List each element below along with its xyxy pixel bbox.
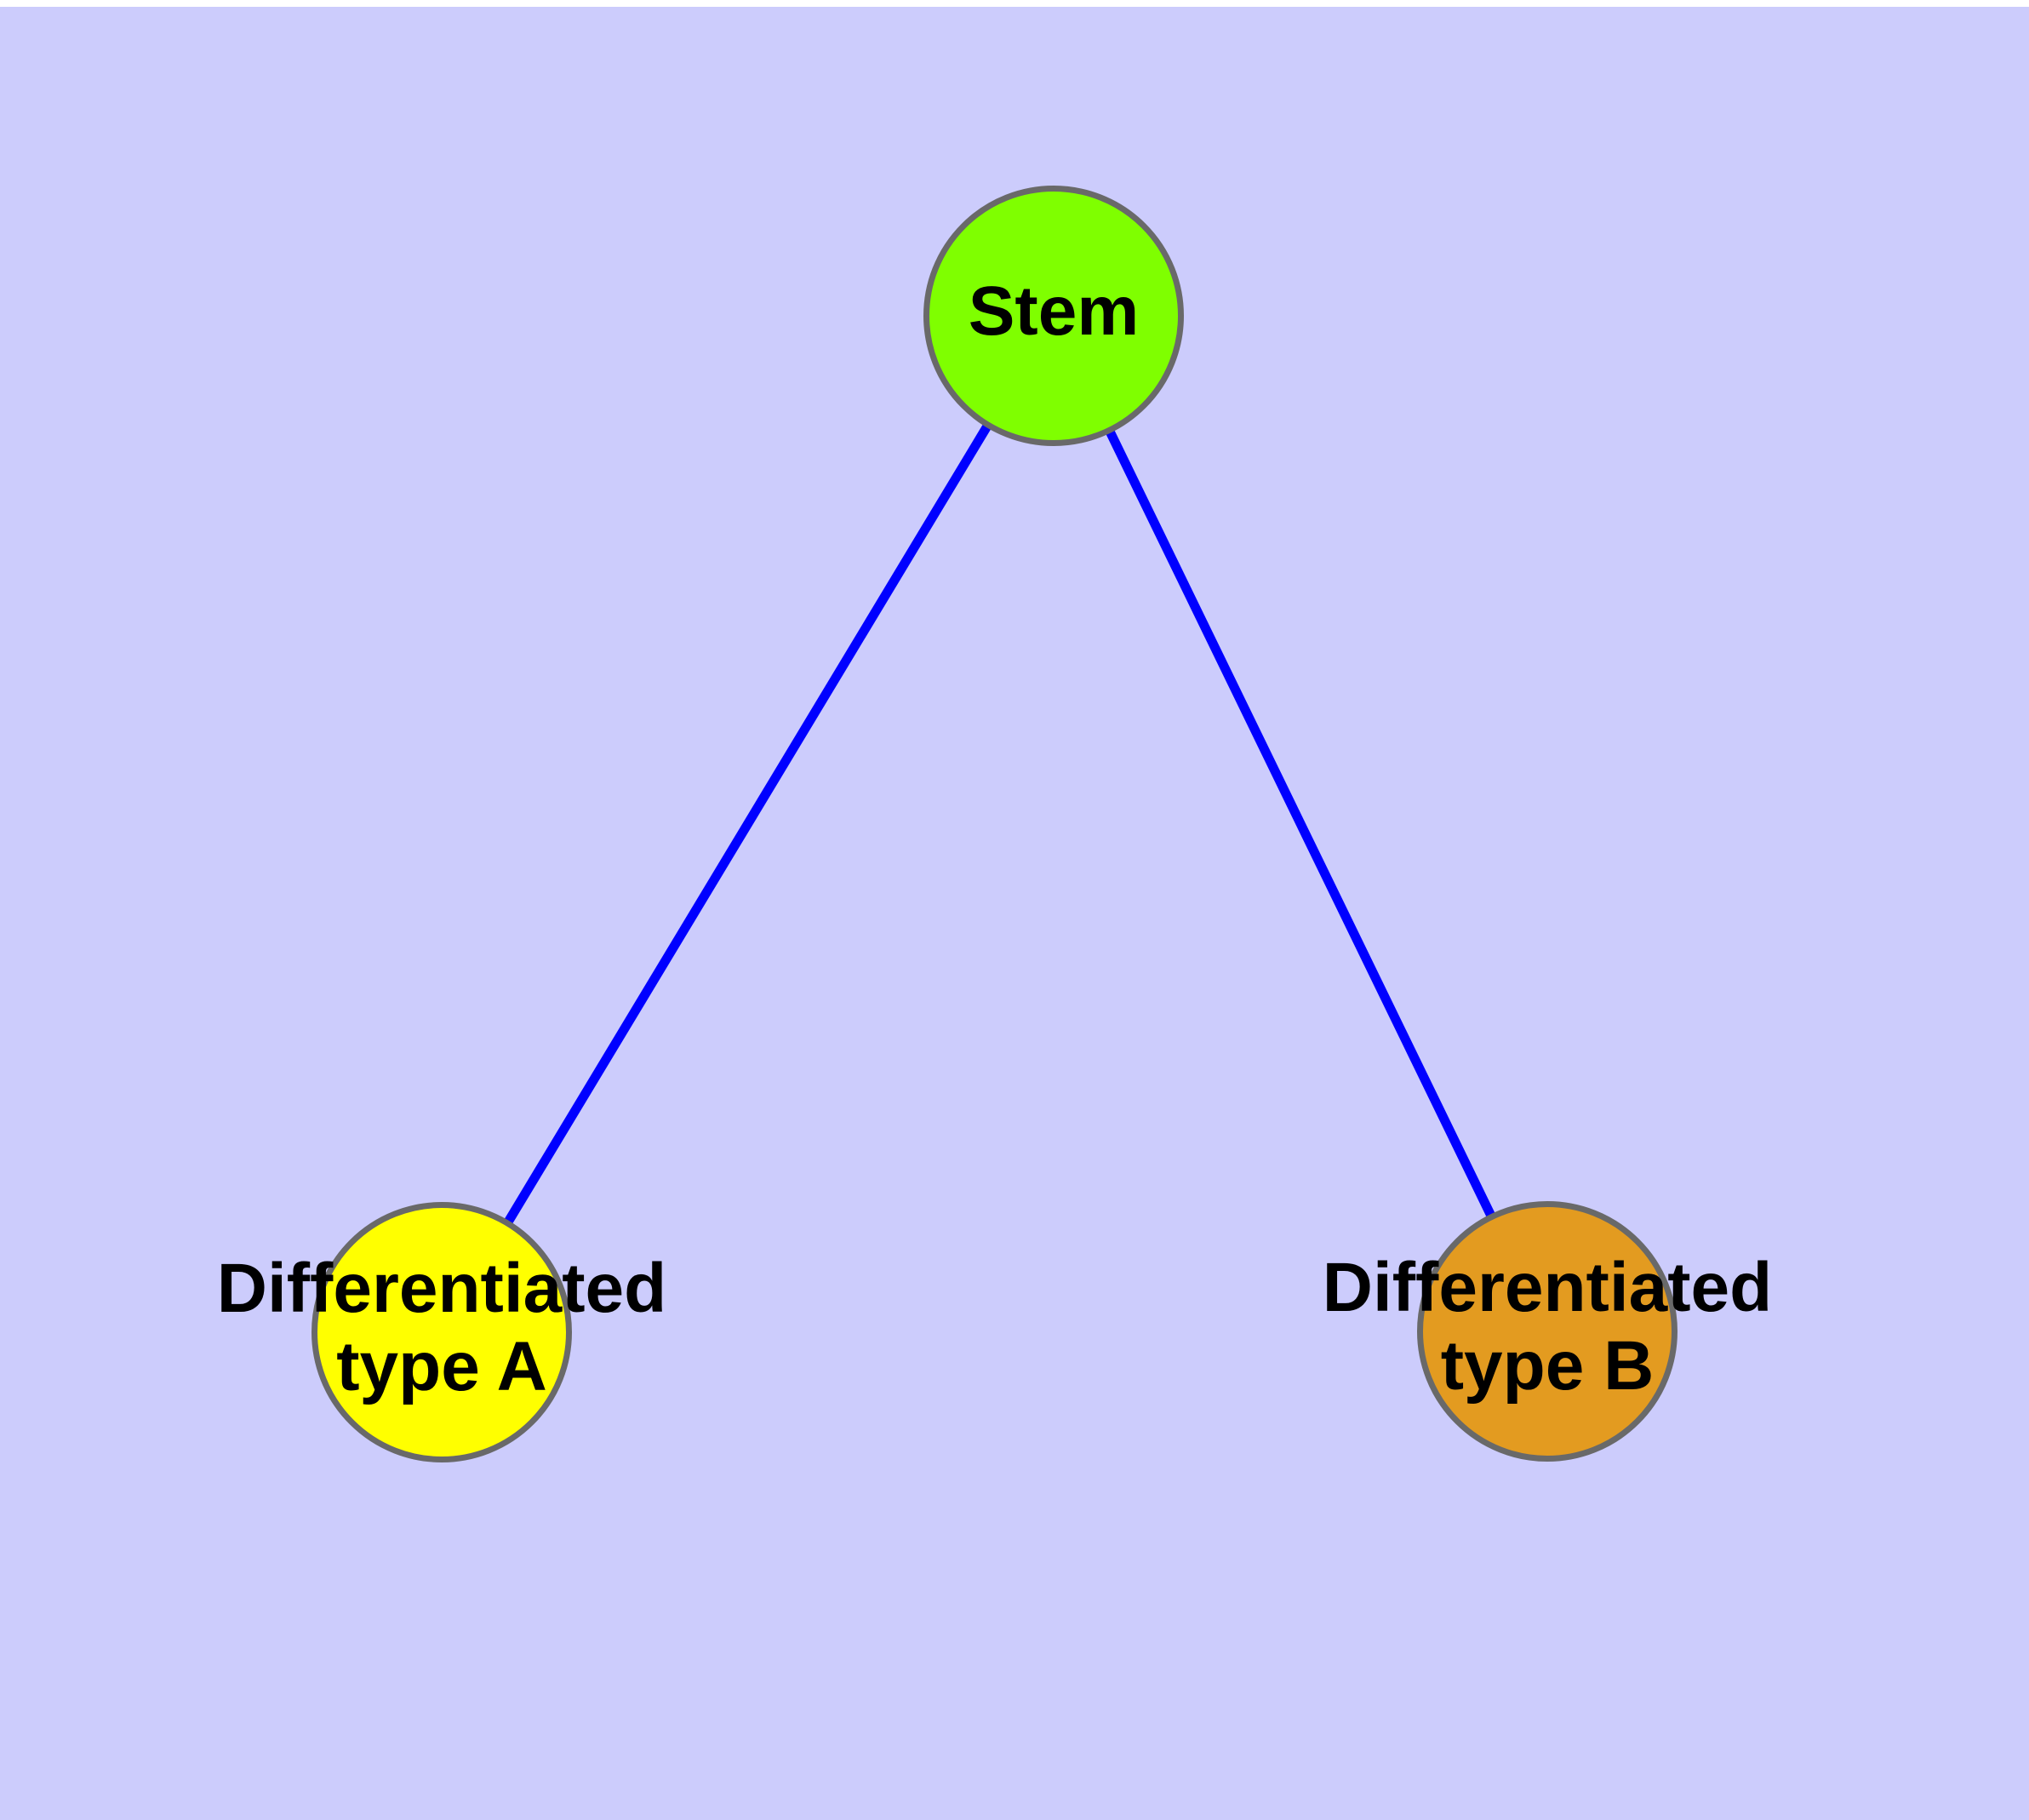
- nodes-group: [311, 186, 1677, 1462]
- node-circle-stem[interactable]: [923, 186, 1184, 446]
- edge-stem-to-differentiated-type-b[interactable]: [1105, 428, 1496, 1219]
- edge-stem-to-differentiated-type-a[interactable]: [503, 422, 992, 1226]
- node-label-stem: Stem: [969, 272, 1140, 350]
- edges-group: [503, 422, 1496, 1226]
- node-circle-differentiated-type-a[interactable]: [311, 1202, 572, 1462]
- node-circle-differentiated-type-b[interactable]: [1417, 1201, 1677, 1462]
